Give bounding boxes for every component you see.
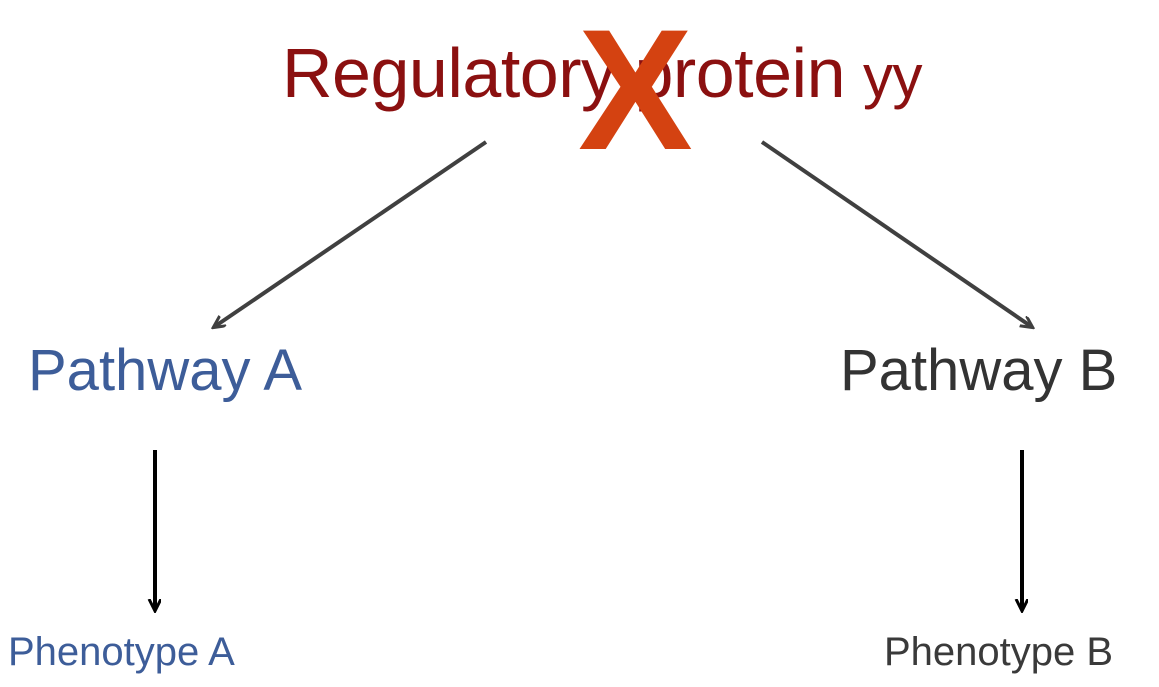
pathway-b-label: Pathway B	[840, 338, 1118, 403]
phenotype-b-label: Phenotype B	[884, 630, 1114, 674]
arrow-to-pathway-b	[760, 140, 1032, 327]
phenotype-a-label: Phenotype A	[8, 630, 235, 674]
regulatory-protein-suffix: yy	[863, 43, 923, 110]
cross-icon: X	[578, 0, 693, 186]
regulatory-protein-name: Regulatory protein	[282, 34, 846, 112]
pathway-a-label: Pathway A	[28, 338, 303, 403]
arrow-to-pathway-a	[214, 140, 488, 327]
